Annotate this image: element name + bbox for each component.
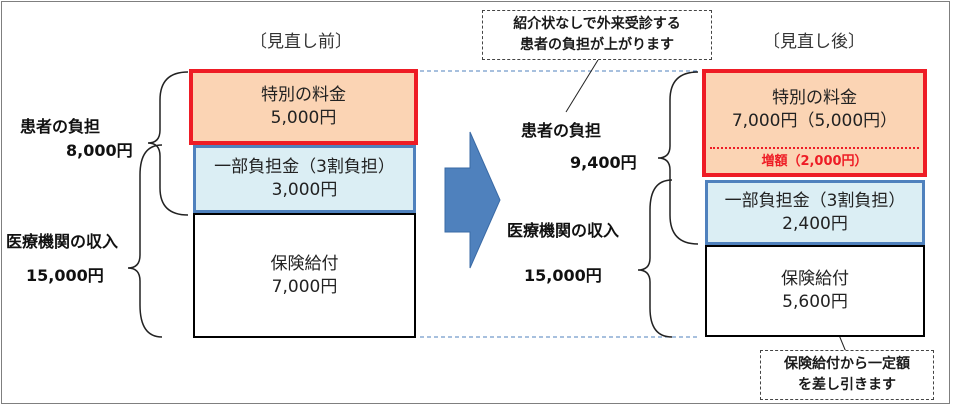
after-special-fee-increase: 増額（2,000円）: [761, 154, 868, 169]
callout-top-line1: 紹介状なしで外来受診する: [513, 16, 681, 32]
callout-bottom-line2: を差し引きます: [798, 377, 896, 393]
callout-patient-burden-increase: 紹介状なしで外来受診する 患者の負担が上がります: [482, 10, 712, 60]
arrow-shape: [444, 131, 501, 269]
after-copay-amount: 2,400円: [782, 213, 848, 234]
before-copay-box: 一部負担金（3割負担） 3,000円: [193, 145, 416, 213]
before-copay-title: 一部負担金（3割負担）: [214, 157, 395, 178]
callout-top-line2: 患者の負担が上がります: [520, 37, 674, 53]
brace-income-after: [637, 179, 673, 338]
before-insurance-title: 保険給付: [270, 253, 339, 274]
after-hospital-income-label: 医療機関の収入: [507, 221, 620, 240]
before-special-fee-amount: 5,000円: [270, 108, 337, 128]
after-insurance-box: 保険給付 5,600円: [705, 245, 925, 337]
before-insurance-amount: 7,000円: [271, 276, 338, 297]
heading-after: 〔見直し後〕: [763, 32, 865, 52]
brace-patient-after: [657, 71, 699, 245]
after-special-fee-divider: [710, 147, 919, 149]
brace-income-before: [127, 144, 163, 338]
after-special-fee-title: 特別の料金: [772, 88, 857, 108]
callout-bottom-line1: 保険給付から一定額: [784, 356, 910, 372]
after-special-fee-amount: 7,000円（5,000円）: [731, 110, 898, 131]
after-special-fee-box: 特別の料金 7,000円（5,000円） 増額（2,000円）: [702, 69, 927, 177]
before-patient-burden-value: 8,000円: [66, 141, 133, 160]
heading-before: 〔見直し前〕: [250, 32, 352, 52]
before-hospital-income-label: 医療機関の収入: [6, 232, 119, 251]
after-copay-box: 一部負担金（3割負担） 2,400円: [705, 180, 925, 245]
before-special-fee-title: 特別の料金: [261, 85, 346, 106]
before-hospital-income-value: 15,000円: [26, 266, 104, 285]
after-hospital-income-value: 15,000円: [524, 266, 602, 285]
before-copay-amount: 3,000円: [271, 180, 338, 200]
after-patient-burden-value: 9,400円: [570, 153, 637, 172]
before-insurance-box: 保険給付 7,000円: [193, 213, 416, 338]
before-special-fee-box: 特別の料金 5,000円: [189, 69, 418, 145]
after-copay-title: 一部負担金（3割負担）: [724, 190, 906, 211]
callout-top-pointer: [565, 59, 599, 113]
after-patient-burden-label: 患者の負担: [521, 121, 602, 140]
brace-patient-before: [147, 71, 189, 216]
callout-insurance-deduction: 保険給付から一定額 を差し引きます: [760, 350, 934, 400]
after-insurance-amount: 5,600円: [782, 292, 848, 312]
after-insurance-title: 保険給付: [781, 269, 849, 290]
before-patient-burden-label: 患者の負担: [20, 117, 101, 136]
